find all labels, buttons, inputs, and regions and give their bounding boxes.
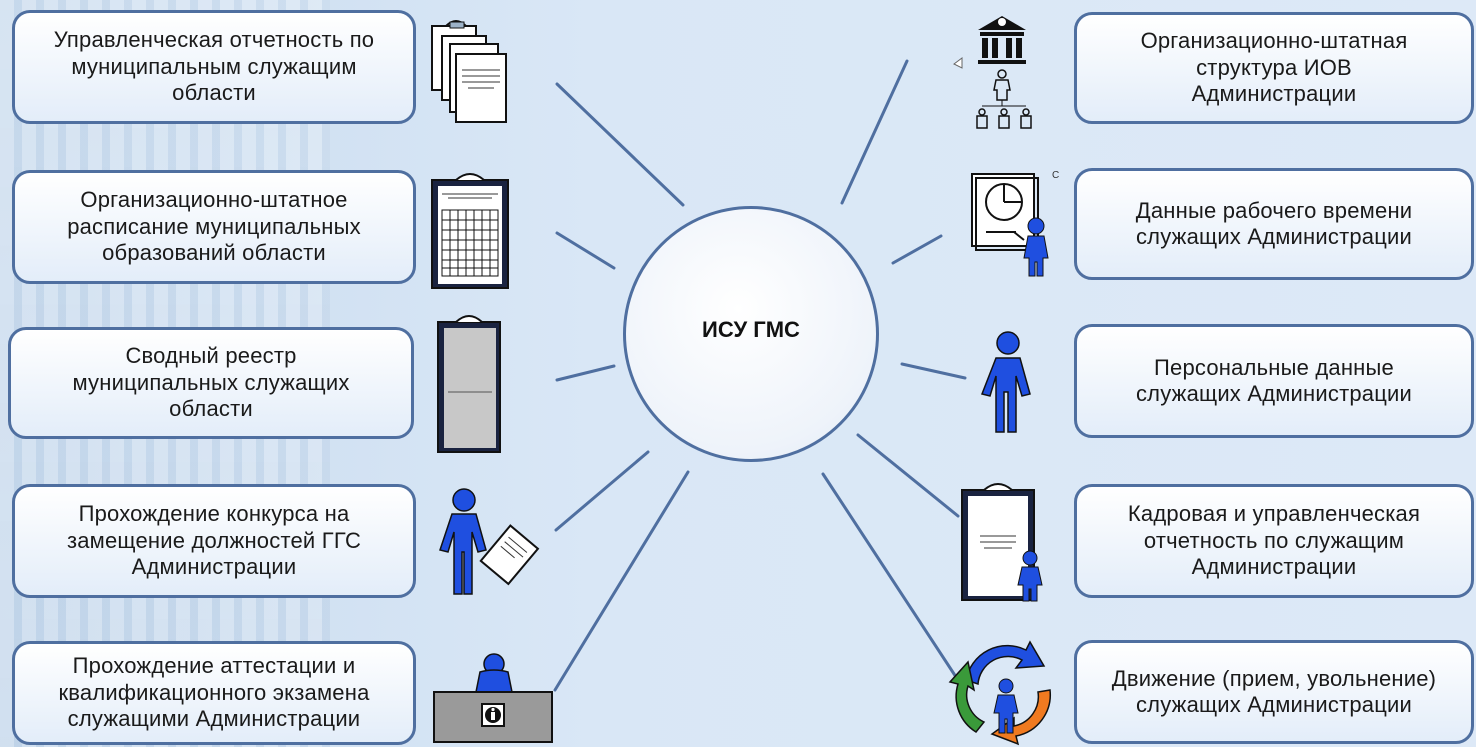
left-box-2: Организационно-штатное расписание муници…	[12, 170, 416, 284]
ray	[821, 472, 960, 682]
person-with-document-icon	[439, 488, 540, 595]
staff-schedule-clipboard-icon	[431, 173, 509, 289]
information-desk-icon	[433, 653, 553, 743]
right-box-4: Кадровая и управленческая отчетность по …	[1074, 484, 1474, 598]
ray	[891, 234, 943, 265]
org-structure-icon	[953, 16, 1032, 129]
ray	[856, 433, 960, 518]
left-box-3: Сводный реестр муниципальных служащих об…	[8, 327, 414, 439]
right-box-text: Персональные данные служащих Администрац…	[1135, 354, 1413, 406]
ray	[840, 59, 909, 205]
left-box-5: Прохождение аттестации и квалификационно…	[12, 641, 416, 745]
center-label: ИСУ ГМС	[702, 317, 800, 342]
right-box-1: Организационно-штатная структура ИОВ Адм…	[1074, 12, 1474, 124]
person-icon	[980, 331, 1031, 433]
right-box-3: Персональные данные служащих Администрац…	[1074, 324, 1474, 438]
working-time-chart-icon: C	[971, 170, 1059, 277]
ray	[555, 231, 616, 270]
left-box-4: Прохождение конкурса на замещение должно…	[12, 484, 416, 598]
left-box-text: Организационно-штатное расписание муници…	[67, 187, 361, 266]
report-documents-icon	[431, 20, 507, 123]
ray	[554, 450, 650, 532]
left-box-text: Сводный реестр муниципальных служащих об…	[72, 343, 350, 422]
right-box-5: Движение (прием, увольнение) служащих Ад…	[1074, 640, 1474, 744]
left-box-text: Прохождение конкурса на замещение должно…	[66, 501, 362, 580]
registry-clipboard-icon	[437, 315, 501, 453]
left-box-text: Управленческая отчетность по муниципальн…	[53, 27, 375, 106]
right-box-text: Данные рабочего времени служащих Админис…	[1135, 197, 1413, 249]
right-box-2: Данные рабочего времени служащих Админис…	[1074, 168, 1474, 280]
ray	[555, 82, 685, 207]
right-box-text: Организационно-штатная структура ИОВ Адм…	[1140, 28, 1408, 107]
center-circle: ИСУ ГМС	[623, 206, 879, 462]
left-box-text: Прохождение аттестации и квалификационно…	[58, 653, 370, 732]
right-box-text: Кадровая и управленческая отчетность по …	[1127, 501, 1421, 580]
svg-text:C: C	[1052, 170, 1059, 181]
right-box-text: Движение (прием, увольнение) служащих Ад…	[1111, 665, 1437, 717]
left-box-1: Управленческая отчетность по муниципальн…	[12, 10, 416, 124]
cycle-arrows-icon	[948, 640, 1052, 746]
personnel-report-icon	[961, 483, 1043, 602]
ray	[555, 364, 616, 382]
ray	[900, 362, 967, 380]
ray	[553, 470, 690, 692]
